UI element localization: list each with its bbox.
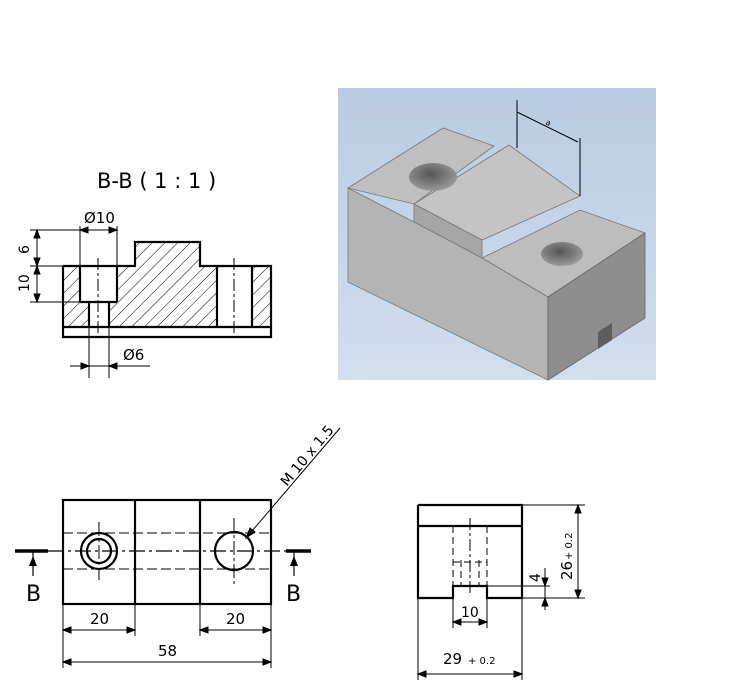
threaded-hole-icon (541, 242, 583, 266)
dim-height-label: 26 (558, 561, 576, 580)
render-dim-a (516, 100, 581, 196)
top-view-dimensions (61, 604, 273, 668)
dim-depths (30, 228, 80, 304)
dim-slot-width-label: 10 (461, 605, 479, 621)
top-view-centerlines (98, 518, 235, 584)
dim-height-tol-label: + 0.2 (564, 533, 575, 560)
render-3d: a (338, 88, 656, 381)
dim-bore-diameter (78, 226, 119, 266)
dim-hole-diameter-label: Ø6 (123, 346, 144, 364)
section-centerlines (97, 258, 235, 335)
section-hatch (63, 242, 271, 327)
dim-width-tol-label: + 0.2 (468, 656, 495, 667)
top-view-hidden-lines (63, 532, 271, 570)
section-view: B-B ( 1 : 1 ) (17, 169, 273, 378)
block-side-face (547, 232, 646, 381)
section-outline (61, 240, 273, 339)
section-title: B-B ( 1 : 1 ) (97, 169, 216, 193)
dim-depth-10-label: 10 (17, 274, 33, 292)
dim-hole-diameter (70, 327, 150, 378)
counterbore-hole-icon (409, 163, 457, 191)
dim-left-label: 20 (90, 610, 109, 628)
section-cut-line (15, 549, 311, 576)
dim-right-label: 20 (226, 610, 245, 628)
thread-callout-label: M 10 x 1.5 (278, 423, 338, 490)
top-view: B B M 10 x 1.5 20 20 58 (15, 423, 341, 668)
render-dim-a-label: a (544, 118, 553, 128)
dim-total-label: 58 (158, 642, 177, 660)
side-view-dimensions (416, 503, 585, 680)
dim-width-label: 29 (443, 650, 462, 668)
dim-depth-6-label: 6 (17, 245, 33, 254)
top-view-outline (61, 498, 273, 606)
dim-bore-diameter-label: Ø10 (84, 209, 115, 227)
section-mark-right: B (286, 582, 301, 607)
side-view: 26 + 0.2 4 10 29 + 0.2 (416, 503, 585, 680)
thread-leader (244, 427, 341, 540)
dim-slot-depth-label: 4 (528, 573, 544, 582)
block-slot (598, 323, 612, 349)
section-mark-left: B (26, 582, 41, 607)
